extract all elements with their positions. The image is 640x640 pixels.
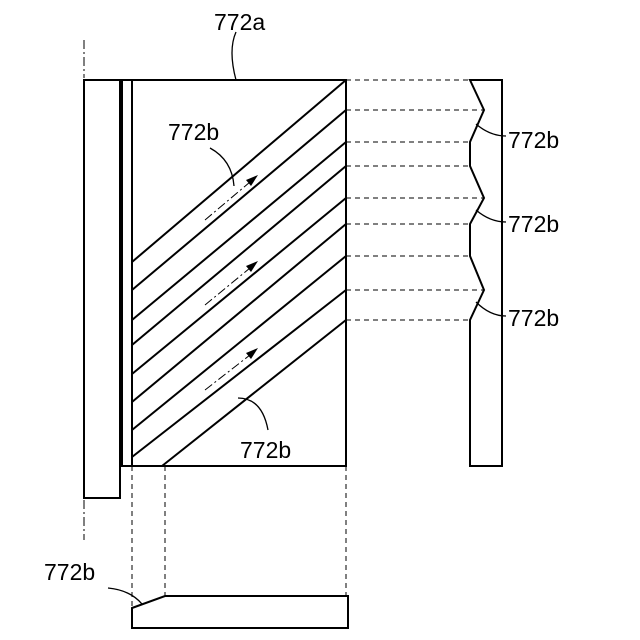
leader-lines	[108, 32, 506, 604]
label-right-1: 772b	[508, 127, 559, 153]
label-right-3: 772b	[508, 305, 559, 331]
right-profile	[470, 80, 502, 466]
label-right-2: 772b	[508, 211, 559, 237]
arrow-upper	[205, 175, 258, 220]
diagonal-stripes	[132, 80, 346, 466]
projection-lines-right	[346, 80, 484, 320]
projection-lines-bottom	[132, 466, 346, 608]
thin-strip	[122, 80, 132, 466]
label-lower-middle: 772b	[240, 437, 291, 463]
bottom-profile	[132, 596, 348, 628]
left-plate	[84, 80, 120, 498]
arrow-middle	[205, 261, 258, 305]
arrow-lower	[205, 348, 258, 390]
label-top: 772a	[214, 9, 265, 35]
label-bottom-left: 772b	[44, 559, 95, 585]
label-upper-left: 772b	[168, 119, 219, 145]
